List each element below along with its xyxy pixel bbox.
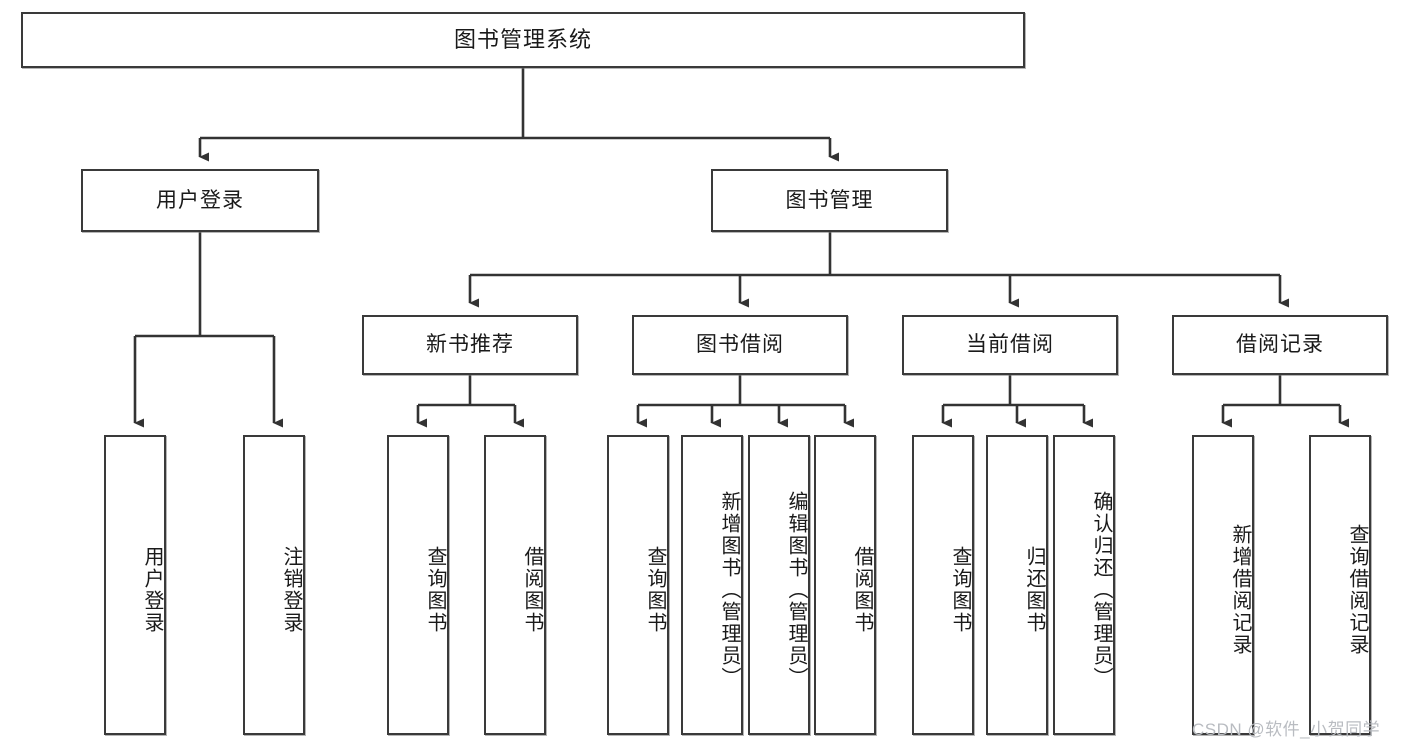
node-leaf-logout-login-label: 注销登录 [280,546,302,634]
node-leaf-add-borrow-record[interactable]: 新增借阅记录 [1192,435,1254,735]
node-root[interactable]: 图书管理系统 [21,12,1025,68]
node-leaf-borrow-book[interactable]: 借阅图书 [814,435,876,735]
node-book-manage-label: 图书管理 [785,188,874,212]
node-leaf-add-borrow-record-label: 新增借阅记录 [1229,524,1251,656]
node-current-borrow-label: 当前借阅 [966,333,1054,357]
node-leaf-return-book-label: 归还图书 [1023,546,1045,634]
node-leaf-query-book-current-label: 查询图书 [949,546,971,634]
node-leaf-borrow-book-label: 借阅图书 [851,546,873,634]
node-leaf-confirm-return-admin-label: 确认归还（管理员） [1090,491,1112,689]
node-borrow-record-label: 借阅记录 [1236,333,1324,357]
node-user-login[interactable]: 用户登录 [81,169,319,232]
node-leaf-borrow-book-rec[interactable]: 借阅图书 [484,435,546,735]
node-borrow-record[interactable]: 借阅记录 [1172,315,1388,375]
csdn-watermark: CSDN @软件_小贺同学 [1192,720,1381,739]
node-leaf-return-book[interactable]: 归还图书 [986,435,1048,735]
node-new-book-recommend[interactable]: 新书推荐 [362,315,578,375]
node-book-borrow[interactable]: 图书借阅 [632,315,848,375]
node-leaf-edit-book-admin[interactable]: 编辑图书（管理员） [748,435,810,735]
node-leaf-query-book-rec-label: 查询图书 [424,546,446,634]
node-leaf-query-borrow-record-label: 查询借阅记录 [1346,524,1368,656]
node-leaf-confirm-return-admin[interactable]: 确认归还（管理员） [1053,435,1115,735]
node-leaf-user-login[interactable]: 用户登录 [104,435,166,735]
node-book-borrow-label: 图书借阅 [696,333,784,357]
node-leaf-query-book-rec[interactable]: 查询图书 [387,435,449,735]
node-current-borrow[interactable]: 当前借阅 [902,315,1118,375]
node-leaf-edit-book-admin-label: 编辑图书（管理员） [785,491,807,689]
node-leaf-query-book-borrow-label: 查询图书 [644,546,666,634]
node-leaf-query-book-borrow[interactable]: 查询图书 [607,435,669,735]
node-new-book-recommend-label: 新书推荐 [426,333,514,357]
node-leaf-add-book-admin-label: 新增图书（管理员） [718,491,740,689]
node-leaf-query-borrow-record[interactable]: 查询借阅记录 [1309,435,1371,735]
node-book-manage[interactable]: 图书管理 [711,169,948,232]
node-user-login-label: 用户登录 [156,188,244,212]
node-leaf-add-book-admin[interactable]: 新增图书（管理员） [681,435,743,735]
node-leaf-query-book-current[interactable]: 查询图书 [912,435,974,735]
node-leaf-borrow-book-rec-label: 借阅图书 [521,546,543,634]
node-leaf-logout-login[interactable]: 注销登录 [243,435,305,735]
node-leaf-user-login-label: 用户登录 [141,546,163,634]
node-root-label: 图书管理系统 [453,26,592,52]
